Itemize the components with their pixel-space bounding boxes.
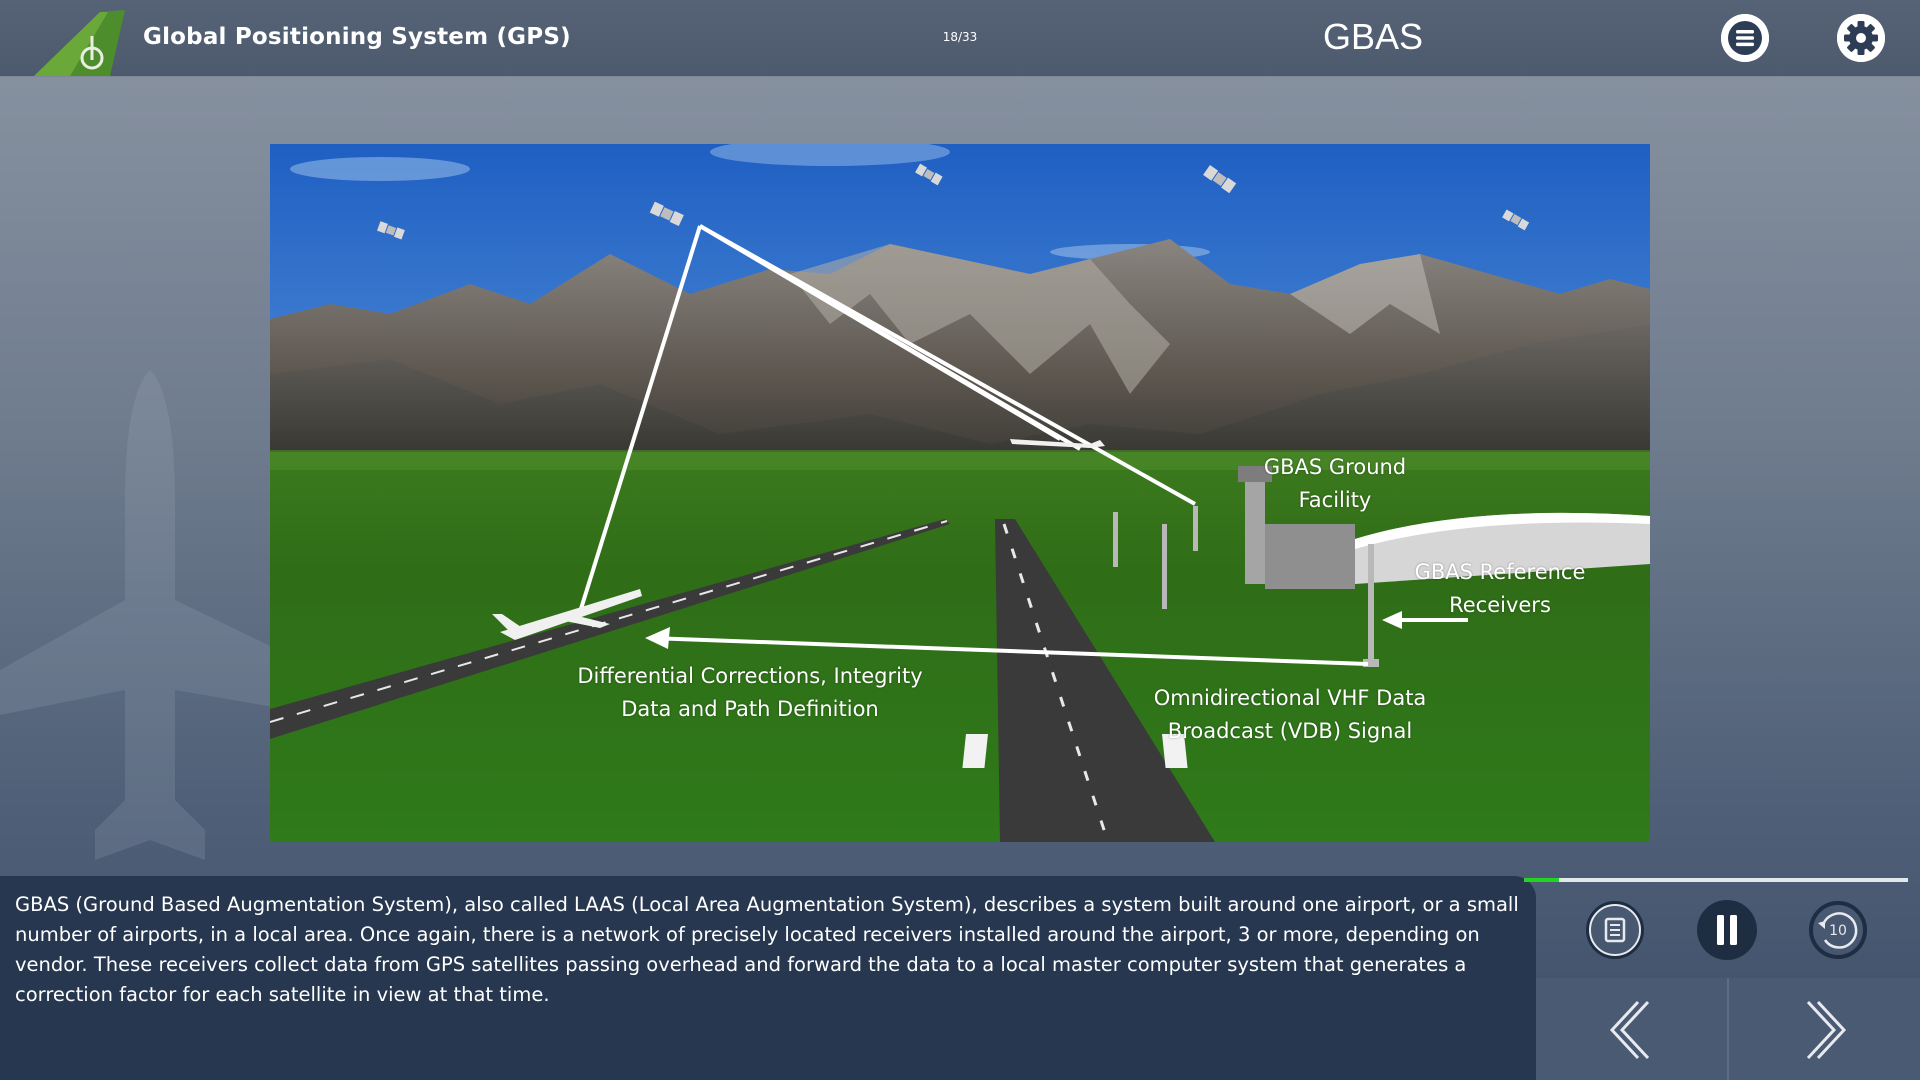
replay-seconds: 10 — [1829, 923, 1847, 939]
next-button[interactable] — [1784, 988, 1864, 1072]
transcript-refresh-icon — [1580, 895, 1650, 965]
gear-icon — [1837, 14, 1885, 62]
progress-fill — [1524, 878, 1559, 882]
label-line: Broadcast (VDB) Signal — [1110, 715, 1470, 748]
settings-button[interactable] — [1837, 14, 1885, 62]
menu-button[interactable] — [1721, 14, 1769, 62]
label-line: GBAS Ground — [1235, 451, 1435, 484]
pause-button[interactable] — [1692, 895, 1762, 965]
previous-button[interactable] — [1592, 988, 1672, 1072]
label-gbas-ground-facility: GBAS Ground Facility — [1235, 451, 1435, 517]
chevron-right-icon — [1784, 988, 1864, 1072]
label-line: Omnidirectional VHF Data — [1110, 682, 1470, 715]
aircraft-tail-logo-icon — [30, 8, 126, 76]
label-gbas-reference-receivers: GBAS Reference Receivers — [1385, 556, 1615, 622]
label-vdb-signal: Omnidirectional VHF Data Broadcast (VDB)… — [1110, 682, 1470, 748]
section-title: GBAS — [1273, 16, 1473, 58]
hamburger-menu-icon — [1721, 14, 1769, 62]
transcript-button[interactable] — [1580, 895, 1650, 965]
nav-divider — [1727, 978, 1729, 1080]
label-line: Differential Corrections, Integrity — [540, 660, 960, 693]
double-chevron-left-icon — [1592, 988, 1672, 1072]
pause-icon — [1692, 895, 1762, 965]
replay-10-button[interactable]: 10 — [1803, 895, 1873, 965]
label-line: Facility — [1235, 484, 1435, 517]
progress-bar[interactable] — [1524, 878, 1908, 882]
navigation-bar — [1536, 978, 1920, 1080]
caption-text: GBAS (Ground Based Augmentation System),… — [15, 890, 1520, 1010]
caption-panel: GBAS (Ground Based Augmentation System),… — [0, 876, 1536, 1080]
label-line: Data and Path Definition — [540, 693, 960, 726]
replay-10-icon: 10 — [1803, 895, 1873, 965]
label-differential-corrections: Differential Corrections, Integrity Data… — [540, 660, 960, 726]
label-line: Receivers — [1385, 589, 1615, 622]
label-line: GBAS Reference — [1385, 556, 1615, 589]
page-counter: 18/33 — [930, 30, 990, 44]
top-bar: Global Positioning System (GPS) 18/33 GB… — [0, 0, 1920, 77]
course-title: Global Positioning System (GPS) — [143, 24, 571, 50]
